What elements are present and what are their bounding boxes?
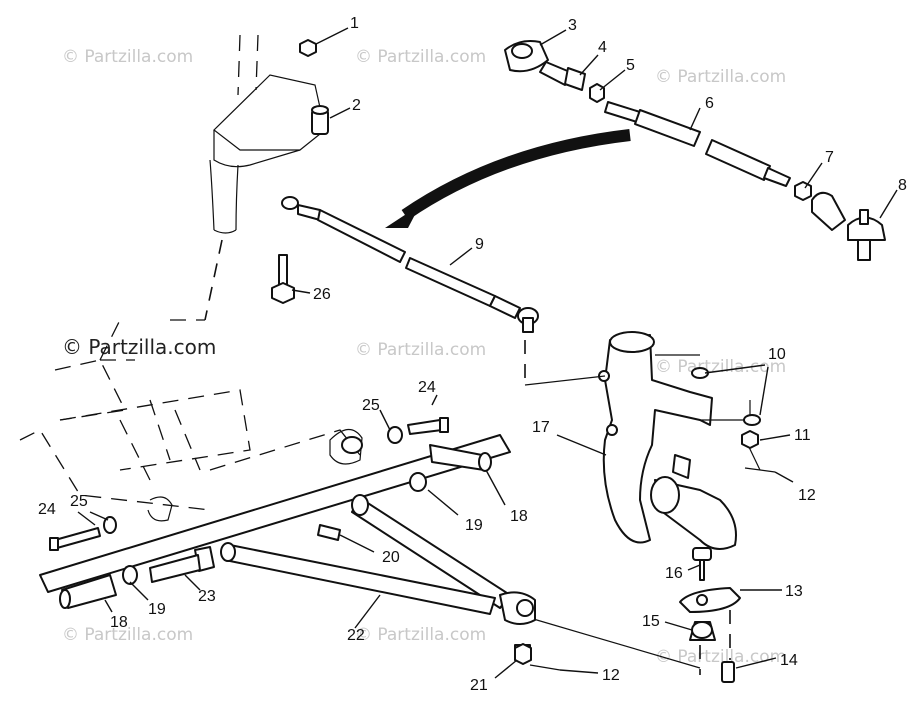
watermark: © Partzilla.com <box>62 47 193 67</box>
watermark: © Partzilla.com <box>62 625 193 645</box>
callout-25: 25 <box>362 397 380 414</box>
callout-2: 2 <box>352 97 361 114</box>
steering-post-ghost <box>170 34 326 321</box>
watermark: © Partzilla.com <box>355 340 486 360</box>
callout-labels: 1 2 3 4 5 6 7 8 9 26 10 11 12 17 24 25 2… <box>38 15 907 694</box>
bushings <box>49 417 561 671</box>
nut-1 <box>299 39 317 57</box>
watermark: © Partzilla.com <box>655 67 786 87</box>
callout-19: 19 <box>465 517 483 534</box>
callout-12: 12 <box>602 667 620 684</box>
tie-rod-exploded <box>504 40 886 261</box>
callout-16: 16 <box>665 565 683 582</box>
direction-arrow <box>385 129 631 228</box>
ball-joint-parts <box>529 547 741 683</box>
callout-19: 19 <box>148 601 166 618</box>
callout-7: 7 <box>825 149 834 166</box>
callout-3: 3 <box>568 17 577 34</box>
tie-rod-9 <box>281 196 539 385</box>
callout-14: 14 <box>780 652 798 669</box>
bolt-26 <box>271 254 295 304</box>
watermark: © Partzilla.com <box>355 625 486 645</box>
callout-18: 18 <box>510 508 528 525</box>
callout-9: 9 <box>475 236 484 253</box>
callout-17: 17 <box>532 419 550 436</box>
callout-4: 4 <box>598 39 607 56</box>
watermark: © Partzilla.com <box>62 335 216 359</box>
washers-10 <box>691 367 776 473</box>
callout-10: 10 <box>768 346 786 363</box>
callout-13: 13 <box>785 583 803 600</box>
callout-5: 5 <box>626 57 635 74</box>
callout-1: 1 <box>350 15 359 32</box>
callout-22: 22 <box>347 627 365 644</box>
watermark: © Partzilla.com <box>355 47 486 67</box>
callout-24: 24 <box>38 501 56 518</box>
callout-11: 11 <box>794 427 811 444</box>
callout-18: 18 <box>110 614 128 631</box>
watermark: © Partzilla.com <box>655 357 786 377</box>
callout-8: 8 <box>898 177 907 194</box>
callout-23: 23 <box>198 588 216 605</box>
watermark: © Partzilla.com <box>655 647 786 667</box>
callout-12: 12 <box>798 487 816 504</box>
sleeve-2 <box>311 105 329 135</box>
a-arm-22 <box>39 434 536 625</box>
callout-24: 24 <box>418 379 436 396</box>
spindle-knuckle-17 <box>524 331 761 550</box>
watermarks: © Partzilla.com © Partzilla.com © Partzi… <box>62 47 786 667</box>
callout-6: 6 <box>705 95 714 112</box>
frame-ghost <box>19 319 363 522</box>
leader-lines <box>77 27 898 679</box>
callout-21: 21 <box>470 677 488 694</box>
callout-26: 26 <box>313 286 331 303</box>
callout-25: 25 <box>70 493 88 510</box>
callout-15: 15 <box>642 613 660 630</box>
callout-20: 20 <box>382 549 400 566</box>
